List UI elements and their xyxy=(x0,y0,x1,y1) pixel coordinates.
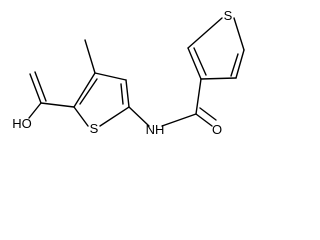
bond-c5-s1 xyxy=(99,106,130,127)
bond-c4-c5 xyxy=(125,79,130,108)
bond-r2-c2-s xyxy=(187,17,223,49)
bond-c5-nh xyxy=(128,106,150,127)
atom-label-hydroxyl: HO xyxy=(12,116,32,131)
bond-carboxyl-o-double-b xyxy=(34,71,47,102)
bond-c2-carboxyl xyxy=(40,102,75,108)
bond-r2-c3-c2 xyxy=(187,47,202,80)
bond-c2-c3 xyxy=(73,72,96,108)
atom-label-s-ring1: S xyxy=(90,121,99,136)
atom-label-s-ring2: S xyxy=(224,8,233,23)
bond-nh-carbonyl xyxy=(161,113,197,127)
bond-carbonyl-ring xyxy=(195,78,202,115)
bond-carbonyl-o-a xyxy=(195,113,213,127)
bond-r2-c5-c4 xyxy=(235,49,245,79)
bond-layer xyxy=(28,17,245,127)
bond-s1-c2 xyxy=(73,106,89,127)
atom-label-carbonyl-o: O xyxy=(212,122,222,137)
chemical-structure-diagram: S S HO NH O xyxy=(12,8,245,137)
bond-carboxyl-oh xyxy=(28,102,42,119)
atom-label-layer: S S HO NH O xyxy=(12,8,232,137)
bond-methyl xyxy=(84,39,96,74)
bond-carboxyl-o-double-a xyxy=(29,73,42,104)
bond-c4-c5-inner xyxy=(120,83,124,105)
bond-c2-c3-inner xyxy=(79,78,98,105)
bond-carbonyl-o-b xyxy=(199,107,217,121)
atom-label-amide-nh: NH xyxy=(146,122,165,137)
bond-r2-c4-c3 xyxy=(200,77,237,80)
bond-c3-c4 xyxy=(94,72,127,81)
bond-r2-c5-c4-inner xyxy=(230,53,239,77)
bond-r2-s-c5 xyxy=(233,17,245,51)
bond-r2-c3-c2-inner xyxy=(193,47,207,76)
